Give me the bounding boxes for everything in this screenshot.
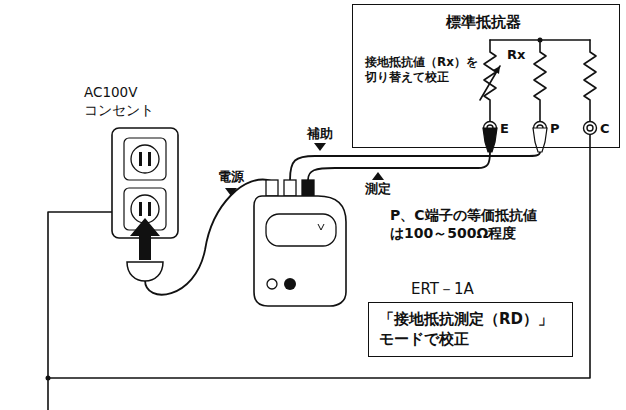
earth-lead — [48, 212, 112, 410]
terminal-label: P — [550, 121, 560, 138]
display-window — [266, 214, 336, 246]
button — [284, 278, 296, 290]
instrument-body — [254, 196, 346, 306]
resistor-label: Rx — [507, 47, 525, 64]
connector — [284, 180, 296, 196]
black-clip — [483, 128, 497, 152]
terminal-label: C — [600, 121, 610, 138]
measure-wire — [308, 152, 490, 180]
terminal-label: E — [500, 121, 509, 138]
plug — [127, 262, 163, 281]
arrow-head — [493, 66, 500, 74]
model-name: ERT－1A — [411, 280, 474, 300]
connector — [266, 180, 278, 196]
socket — [124, 138, 166, 180]
socket — [131, 145, 159, 173]
c-wire — [48, 134, 590, 378]
junction-dot — [46, 376, 51, 381]
aux-wire — [290, 152, 540, 180]
button — [267, 279, 277, 289]
wire-label: 電源 — [218, 169, 244, 186]
insert-arrow — [130, 218, 160, 260]
socket-slot — [148, 202, 151, 216]
white-clip — [533, 128, 547, 152]
standard-resistor-box: 標準抵抗器接地抵抗値（Rx）を 切り替えて校正 RxE P C — [352, 4, 620, 148]
note-text: P、C端子の等価抵抗値 は100～500Ω程度 — [390, 206, 539, 242]
note-text: 接地抵抗値（Rx）を 切り替えて校正 — [365, 55, 480, 86]
socket-slot — [139, 152, 142, 166]
box-title: 標準抵抗器 — [446, 13, 521, 33]
resistor-symbol — [484, 40, 596, 122]
outlet-label: AC100V コンセント — [84, 84, 156, 119]
junction-dot — [538, 38, 543, 43]
mode-box: ERT－1A「接地抵抗測定（RD）」 モードで校正 — [368, 302, 573, 357]
pointer-triangle — [225, 188, 237, 196]
resistor-symbol — [484, 40, 496, 122]
terminal — [584, 122, 597, 135]
display-mark — [318, 224, 324, 230]
pointer-triangle — [372, 172, 384, 180]
socket-slot — [148, 152, 151, 166]
socket-slot — [139, 202, 142, 216]
wire-label: 補助 — [307, 126, 333, 143]
wire-label: 測定 — [365, 181, 391, 198]
variable-arrow — [480, 66, 500, 100]
resistor-symbol — [584, 40, 596, 122]
terminal — [587, 125, 593, 131]
connector — [302, 180, 314, 196]
pointer-triangle — [314, 143, 326, 151]
mode-text: 「接地抵抗測定（RD）」 モードで校正 — [379, 310, 556, 349]
resistor-symbol — [534, 40, 546, 122]
